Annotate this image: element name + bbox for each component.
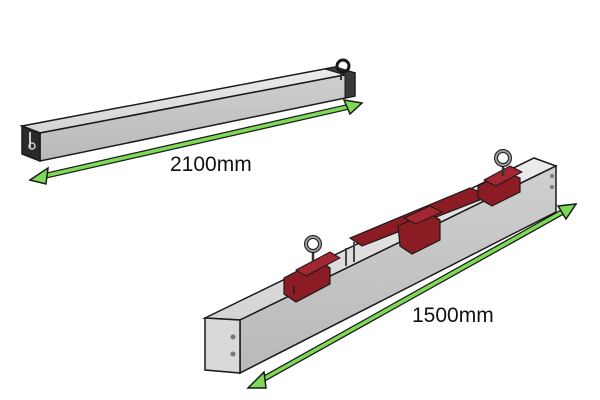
top-beam-length-label: 2100mm [170,153,252,176]
top-beam-right-band [324,66,356,99]
double-arrow-icon [246,203,578,389]
lifting-eye-icon [335,58,351,80]
double-arrow-icon [28,99,364,185]
bottom-beam-end-face [204,317,241,374]
top-beam [19,58,356,163]
lifting-eye-icon [494,149,512,176]
bottom-beam-length-label: 1500mm [412,304,494,327]
lifting-eye-icon [304,235,322,262]
